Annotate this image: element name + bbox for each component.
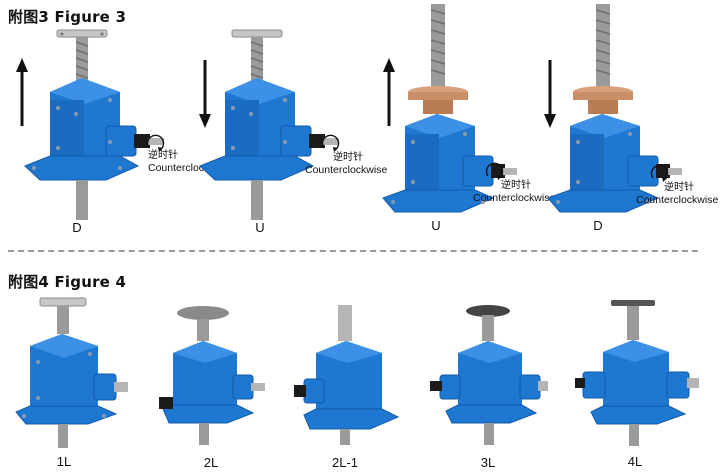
screw-jack-illustration — [15, 297, 128, 448]
figure4-caption: 2L — [203, 455, 219, 470]
figure3-title-prefix: 附图3 — [8, 8, 50, 26]
figure4-caption: 2L-1 — [331, 455, 359, 470]
arrow-up-icon — [383, 58, 395, 126]
screw-jack-illustration — [199, 29, 339, 220]
figure4-item-1: 1L — [10, 297, 140, 476]
figure4-item-2: 2L — [155, 305, 275, 476]
figure3-caption: U — [431, 218, 441, 233]
screw-jack-illustration — [382, 4, 517, 213]
figure3-title-label: Figure 3 — [54, 8, 127, 26]
figure3-item-2: 逆时针 Counterclockwise U — [195, 29, 387, 240]
rotation-label-cn: 逆时针 — [333, 152, 363, 163]
arrow-down-icon — [199, 60, 211, 128]
figure3-item-4: 逆时针 Counterclockwise D — [540, 4, 720, 240]
counterclockwise-arc-icon — [485, 162, 504, 180]
figure3-caption: D — [72, 220, 82, 235]
figure3-title: 附图3 Figure 3 — [8, 6, 126, 27]
rotation-label-en: Counterclockwise — [636, 194, 719, 206]
rotation-label: 逆时针 Counterclockwise — [305, 152, 387, 176]
screw-jack-illustration — [547, 4, 682, 213]
figure4-title: 附图4 Figure 4 — [8, 271, 126, 292]
section-divider — [8, 250, 698, 252]
figure4-title-prefix: 附图4 — [8, 273, 50, 291]
figure4-item-5: 4L — [575, 300, 705, 476]
screw-jack-illustration — [24, 29, 164, 220]
figure3-caption: U — [255, 220, 265, 235]
rotation-label-cn: 逆时针 — [501, 180, 531, 191]
rotation-label-en: Counterclockwise — [473, 192, 556, 204]
arrow-down-icon — [544, 60, 556, 128]
counterclockwise-arc-icon — [650, 164, 669, 182]
figure3-item-1: 逆时针 Counterclockwise D — [10, 29, 230, 240]
screw-jack-illustration — [575, 300, 699, 446]
screw-jack-illustration — [294, 305, 400, 445]
figure3-item-3: 逆时针 Counterclockwise U — [375, 4, 555, 240]
figure4-item-3: 2L-1 — [290, 305, 410, 476]
screw-jack-illustration — [159, 306, 265, 445]
figure4-title-label: Figure 4 — [54, 273, 127, 291]
rotation-label: 逆时针 Counterclockwise — [473, 180, 555, 204]
figure4-caption: 4L — [627, 454, 643, 469]
arrow-up-icon — [16, 58, 28, 126]
figure4-item-4: 3L — [430, 305, 550, 476]
rotation-label-cn: 逆时针 — [148, 150, 178, 161]
figure4-caption: 1L — [56, 454, 72, 469]
rotation-label-en: Counterclockwise — [305, 164, 388, 176]
counterclockwise-arc-icon — [146, 134, 165, 152]
rotation-label: 逆时针 Counterclockwise — [636, 182, 718, 206]
figure3-caption: D — [593, 218, 603, 233]
rotation-label-cn: 逆时针 — [664, 182, 694, 193]
counterclockwise-arc-icon — [321, 134, 340, 152]
figure4-caption: 3L — [480, 455, 496, 470]
screw-jack-illustration — [430, 305, 548, 445]
